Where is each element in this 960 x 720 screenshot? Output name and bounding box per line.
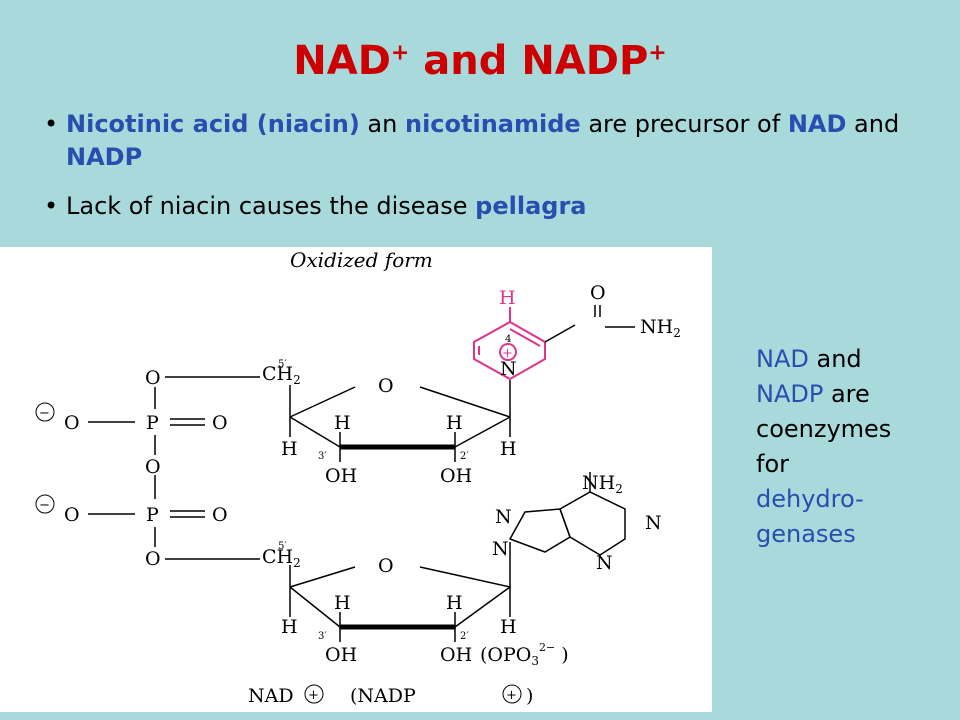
bullet-dot: • [44,110,59,138]
bullet-text: and [846,110,900,138]
carbon-2-label: 2′ [460,451,469,462]
carbon-2-label: 2′ [460,631,469,642]
h-label: H [281,438,298,460]
note-line: coenzymes [756,412,946,447]
phosphorus-label: P [146,412,159,434]
h-label: H [281,616,298,638]
highlighted-term: NAD [756,345,809,373]
hydroxyl-label: OH [440,644,472,666]
highlighted-term: NADP [66,143,143,171]
bridging-oxygen-label: O [145,456,161,478]
ch2-label: CH2 [262,363,301,387]
nad-structure-figure: Oxidized form H 4 + N O NH2 O CH2 5′ H H… [0,247,712,712]
bullet-dot: • [44,192,59,220]
plus-charge: + [506,688,517,703]
phosphate-group-label: (OPO32−) [480,641,569,668]
adenine-n9-label: N [492,538,509,560]
carbon-3-label: 3′ [318,451,327,462]
ribose-oxygen-label: O [378,555,394,577]
h-label: H [334,592,351,614]
bullet-text: Lack of niacin causes the disease [66,192,476,220]
amide-bonds [544,305,635,343]
bullet-list: •Nicotinic acid (niacin) an nicotinamide… [44,108,924,239]
plus-charge: + [502,346,513,361]
h-label: H [334,412,351,434]
oxygen-label: O [212,504,228,526]
nadp-close-paren: ) [526,685,533,707]
bullet-item: •Nicotinic acid (niacin) an nicotinamide… [44,108,924,174]
upper-ribose [289,386,511,462]
highlighted-term: NADP [756,380,824,408]
amide-nh2-label: NH2 [640,316,681,340]
minus-charge-circle [35,494,55,514]
nad-label: NAD [248,685,294,707]
plus-charge-circle [502,684,522,704]
note-text: for [756,450,789,478]
highlighted-term: pellagra [475,192,587,220]
amide-oxygen-label: O [590,282,606,304]
highlighted-term: dehydro- [756,485,864,513]
hydroxyl-label: OH [440,465,472,487]
note-text: are [823,380,870,408]
note-line: genases [756,517,946,552]
phosphorus-label: P [146,504,159,526]
highlighted-term: genases [756,520,856,548]
ring-nitrogen-label: N [500,358,517,380]
position-4-label: 4 [505,334,511,345]
note-text: and [808,345,862,373]
highlighted-term: Nicotinic acid (niacin) [66,110,360,138]
adenine-ring [508,472,626,587]
hydroxyl-label: OH [325,644,357,666]
figure-caption: Oxidized form [290,248,433,272]
h-label: H [446,592,463,614]
oxygen-label: O [64,412,80,434]
nadp-label: (NADP [350,685,416,707]
highlighted-term: nicotinamide [404,110,581,138]
minus-charge: − [39,498,50,513]
hydroxyl-label: OH [325,465,357,487]
adenine-n3-label: N [596,552,613,574]
carbon-5-label: 5′ [278,541,287,552]
ch2-label: CH2 [262,546,301,570]
h-label: H [446,412,463,434]
adenine-n1-label: N [645,512,662,534]
oxygen-label: O [145,548,161,570]
oxygen-label: O [64,504,80,526]
note-line: NAD and [756,342,946,377]
bullet-text: an [359,110,405,138]
minus-charge: − [39,406,50,421]
ribose-oxygen-label: O [378,375,394,397]
plus-charge-circle [304,684,324,704]
hydrogen-label: H [499,287,516,309]
oxygen-label: O [145,367,161,389]
slide-title: NAD+ and NADP+ [293,38,667,84]
minus-charge-circle [35,402,55,422]
note-line: for [756,447,946,482]
carbon-5-label: 5′ [278,359,287,370]
h-label: H [500,438,517,460]
bullet-item: •Lack of niacin causes the disease pella… [44,190,924,223]
h-label: H [500,616,517,638]
note-line: dehydro- [756,482,946,517]
bullet-text: are precursor of [580,110,788,138]
nad-structure-diagram: Oxidized form H 4 + N O NH2 O CH2 5′ H H… [35,248,681,707]
phosphate-bonds [88,376,260,560]
adenine-n7-label: N [495,506,512,528]
carbon-3-label: 3′ [318,631,327,642]
plus-charge: + [308,688,319,703]
oxygen-label: O [212,412,228,434]
note-line: NADP are [756,377,946,412]
highlighted-term: NAD [787,110,847,138]
adenine-nh2-label: NH2 [582,472,623,496]
note-text: coenzymes [756,415,892,443]
